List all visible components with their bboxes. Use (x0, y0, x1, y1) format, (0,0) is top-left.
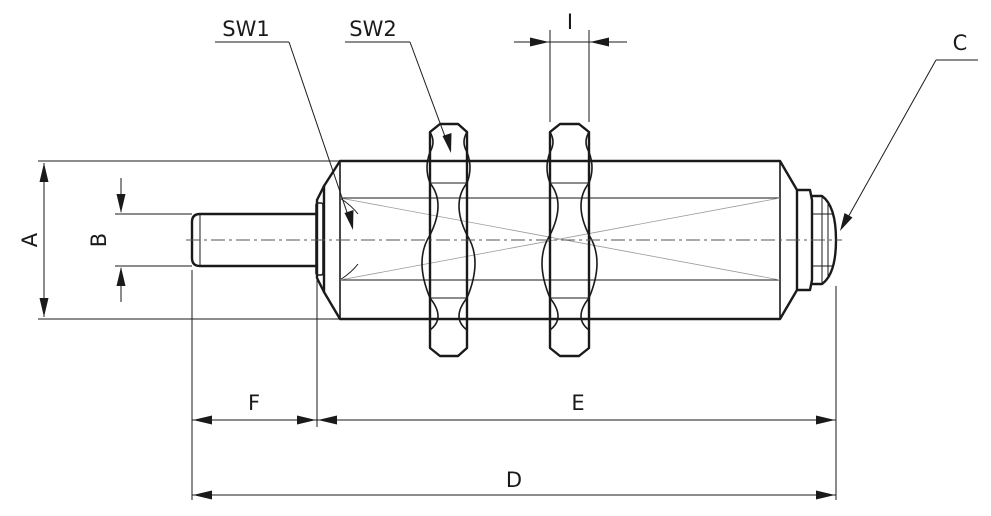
label-d: D (506, 468, 522, 492)
dimension-e: E (317, 391, 836, 425)
dimension-b: B (87, 178, 192, 302)
flange (315, 184, 326, 294)
leader-sw2: SW2 (345, 17, 452, 153)
leader-sw1: SW1 (215, 17, 354, 230)
dimension-i: I (514, 10, 627, 122)
dimension-a: A (18, 160, 340, 320)
label-b: B (87, 233, 111, 247)
hex-nut-2 (541, 122, 598, 358)
label-sw2: SW2 (349, 17, 396, 41)
label-i: I (567, 10, 573, 34)
label-sw1: SW1 (222, 17, 269, 41)
leader-c: C (840, 31, 978, 231)
label-f: F (248, 391, 260, 415)
label-e: E (571, 391, 584, 415)
dimension-f: F (192, 391, 317, 425)
hex-body (322, 159, 799, 321)
label-c: C (953, 31, 968, 55)
label-a: A (18, 232, 42, 247)
dimension-d: D (192, 468, 836, 500)
hex-nut-1 (421, 122, 476, 358)
